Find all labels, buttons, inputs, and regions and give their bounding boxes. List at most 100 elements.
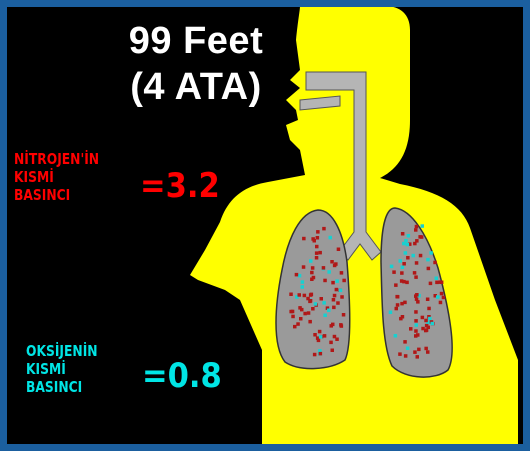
nitrogen-particle	[316, 230, 320, 234]
nitrogen-particle	[440, 281, 444, 285]
nitrogen-particle	[334, 262, 338, 266]
nitrogen-particle	[313, 353, 317, 357]
nitrogen-particle	[426, 350, 430, 354]
oxygen-particle	[428, 317, 432, 321]
nitrogen-particle	[421, 316, 425, 320]
nitrogen-value: =3.2	[140, 166, 220, 206]
oxygen-particle	[415, 323, 419, 327]
nitrogen-particle	[313, 333, 317, 337]
oxygen-label-line1: OKSİJENİN	[26, 342, 98, 360]
nitrogen-particle	[424, 347, 428, 351]
nitrogen-particle	[414, 329, 418, 333]
nitrogen-particle	[315, 256, 319, 260]
oxygen-particle	[323, 314, 327, 318]
oxygen-particle	[389, 311, 393, 315]
oxygen-particle	[390, 265, 394, 269]
nitrogen-particle	[303, 312, 307, 316]
nitrogen-particle	[340, 324, 344, 328]
nitrogen-particle	[342, 313, 346, 317]
nitrogen-particle	[302, 265, 306, 269]
nitrogen-particle	[330, 260, 334, 264]
nitrogen-particle	[310, 271, 314, 275]
nitrogen-particle	[419, 254, 423, 257]
nitrogen-particle	[405, 281, 409, 285]
nitrogen-particle	[315, 245, 319, 249]
oxygen-particle	[335, 279, 339, 283]
nitrogen-particle	[400, 271, 404, 275]
oxygen-value: =0.8	[142, 356, 222, 396]
nitrogen-particle	[342, 279, 346, 283]
nitrogen-particle	[415, 225, 419, 229]
oxygen-particle	[435, 277, 439, 281]
nitrogen-particle	[315, 251, 319, 255]
nitrogen-particle	[322, 227, 326, 231]
nitrogen-particle	[302, 237, 306, 241]
nitrogen-particle	[414, 334, 418, 338]
nitrogen-particle	[416, 355, 420, 359]
nitrogen-particle	[310, 278, 314, 282]
nitrogen-particle	[296, 322, 300, 326]
oxygen-particle	[339, 289, 343, 293]
oxygen-label-line3: BASINCI	[26, 378, 98, 396]
nitrogen-particle	[415, 261, 419, 265]
nitrogen-particle	[433, 261, 437, 265]
nitrogen-particle	[414, 310, 418, 314]
nitrogen-particle	[289, 310, 293, 314]
nitrogen-particle	[303, 294, 307, 298]
nitrogen-label-line2: KISMİ	[14, 168, 99, 186]
nitrogen-particle	[299, 317, 303, 321]
oxygen-particle	[301, 280, 305, 284]
nitrogen-particle	[322, 266, 326, 270]
oxygen-particle	[394, 334, 398, 338]
nitrogen-particle	[426, 298, 430, 302]
nitrogen-particle	[424, 319, 428, 323]
oxygen-particle	[314, 302, 318, 306]
nitrogen-particle	[413, 350, 417, 354]
nitrogen-particle	[399, 317, 403, 321]
nitrogen-label: NİTROJEN'İN KISMİ BASINCI	[14, 150, 99, 204]
nitrogen-particle	[414, 228, 418, 232]
nitrogen-particle	[298, 293, 302, 297]
oxygen-particle	[298, 274, 302, 278]
nitrogen-particle	[395, 295, 399, 299]
nitrogen-particle	[415, 239, 419, 243]
nitrogen-particle	[308, 320, 312, 324]
nitrogen-particle	[320, 297, 324, 301]
nitrogen-label-line1: NİTROJEN'İN	[14, 150, 99, 168]
nitrogen-particle	[414, 319, 418, 323]
nitrogen-particle	[333, 294, 337, 298]
nitrogen-particle	[335, 288, 339, 292]
nitrogen-particle	[439, 301, 443, 305]
oxygen-particle	[431, 322, 435, 326]
oxygen-particle	[407, 234, 411, 238]
nitrogen-label-line3: BASINCI	[14, 186, 99, 204]
oxygen-particle	[404, 251, 408, 255]
nitrogen-particle	[400, 279, 404, 283]
nitrogen-particle	[333, 335, 337, 339]
nitrogen-particle	[291, 315, 295, 319]
nitrogen-particle	[442, 296, 446, 300]
nitrogen-particle	[318, 251, 322, 255]
depth-ata: (4 ATA)	[112, 64, 280, 110]
nitrogen-particle	[309, 299, 313, 303]
oxygen-particle	[309, 259, 313, 263]
nitrogen-particle	[307, 311, 311, 315]
oxygen-particle	[406, 347, 410, 351]
nitrogen-particle	[323, 334, 327, 338]
oxygen-particle	[319, 335, 323, 339]
nitrogen-particle	[340, 295, 344, 299]
oxygen-particle	[327, 270, 331, 274]
nitrogen-particle	[415, 293, 419, 297]
nitrogen-particle	[337, 248, 341, 252]
nitrogen-particle	[435, 281, 439, 285]
oxygen-particle	[327, 309, 331, 313]
nitrogen-particle	[402, 262, 406, 266]
oxygen-particle	[329, 236, 333, 240]
nitrogen-particle	[329, 341, 333, 345]
nitrogen-particle	[336, 301, 340, 305]
nitrogen-particle	[331, 281, 335, 285]
nitrogen-particle	[404, 354, 408, 358]
nitrogen-particle	[313, 239, 317, 243]
oxygen-particle	[399, 259, 403, 263]
nitrogen-particle	[318, 330, 322, 334]
